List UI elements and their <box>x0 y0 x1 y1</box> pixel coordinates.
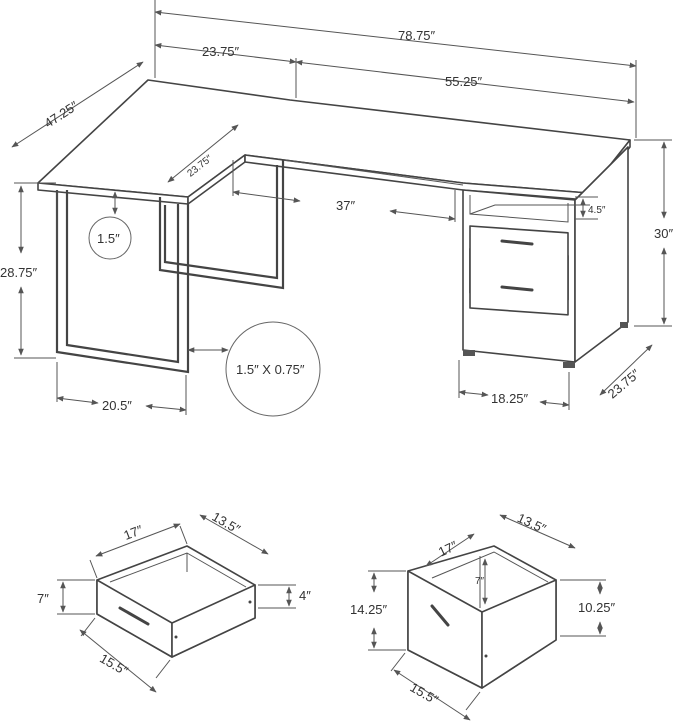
metal-leg-frame-front <box>55 190 190 374</box>
overall-width-label: 78.75″ <box>398 28 436 43</box>
file-drawer-front-width-label: 15.5″ <box>408 680 442 708</box>
main-width-label: 55.25″ <box>445 74 483 89</box>
small-drawer-width-arrow <box>95 523 181 557</box>
file-drawer-handle <box>500 285 534 292</box>
main-width-arrow <box>295 59 635 105</box>
file-drawer-front-height-label: 14.25″ <box>350 602 388 617</box>
file-drawer-inside-height-label: 7″ <box>475 576 485 587</box>
desk-depth-arrow <box>599 344 653 396</box>
small-drawer-depth-label: 13.5″ <box>210 509 244 537</box>
desk-depth-label: 23.75″ <box>605 366 643 402</box>
small-drawer-drawing <box>96 545 256 658</box>
overall-width-arrow <box>154 9 637 69</box>
metal-leg-frame-inner <box>65 190 180 364</box>
file-drawer-box-height-label: 10.25″ <box>578 600 616 615</box>
leg-height-label: 28.75″ <box>0 265 38 280</box>
small-drawer-depth-arrow <box>199 514 269 555</box>
desk-top <box>37 79 631 198</box>
small-drawer-front-width-arrow <box>79 629 157 693</box>
top-drawer-handle <box>500 239 534 246</box>
file-drawer-drawing <box>407 545 557 689</box>
metal-leg-frame-back-inner <box>163 165 279 280</box>
cabinet-drawer-file <box>469 225 569 316</box>
cabinet-open-shelf <box>469 195 590 223</box>
file-drawer-handle-front <box>430 604 450 627</box>
file-drawer-width-label: 17″ <box>436 538 460 560</box>
return-width-label: 23.75″ <box>202 44 240 59</box>
cabinet-foot-back <box>620 322 628 328</box>
file-drawer-depth-label: 13.5″ <box>515 510 549 536</box>
return-width-arrow <box>154 42 297 65</box>
leg-tube-callout <box>225 321 321 417</box>
small-drawer-width-label: 17″ <box>122 522 146 543</box>
top-thickness-callout <box>88 216 132 260</box>
back-rail <box>282 159 464 186</box>
small-drawer-handle <box>118 606 150 626</box>
knee-width-label: 37″ <box>336 198 355 213</box>
top-thickness-label: 1.5″ <box>97 231 120 246</box>
small-drawer-front-width-label: 15.5″ <box>97 651 131 679</box>
small-drawer-front-height-label: 7″ <box>37 591 49 606</box>
file-drawer-depth-arrow <box>499 514 576 549</box>
return-depth-arrow <box>167 124 239 183</box>
cabinet-width-label: 18.25″ <box>491 391 529 406</box>
leg-tube-label: 1.5″ X 0.75″ <box>236 362 305 377</box>
metal-leg-frame-back <box>158 160 285 290</box>
file-drawer-width-arrow <box>425 533 475 567</box>
leg-width-label: 20.5″ <box>102 398 132 413</box>
cabinet-foot-front-left <box>463 350 475 356</box>
return-length-label: 47.25″ <box>41 98 81 131</box>
small-drawer-side <box>171 584 256 658</box>
cabinet-foot-front-right <box>563 362 575 368</box>
file-drawer-front-width-arrow <box>393 669 471 721</box>
shelf-height-label: 4.5″ <box>588 205 606 216</box>
desk-height-label: 30″ <box>654 226 673 241</box>
file-drawer-side <box>481 579 557 689</box>
return-length-arrow <box>11 61 144 148</box>
small-drawer-inside-height-label: 4″ <box>299 588 311 603</box>
